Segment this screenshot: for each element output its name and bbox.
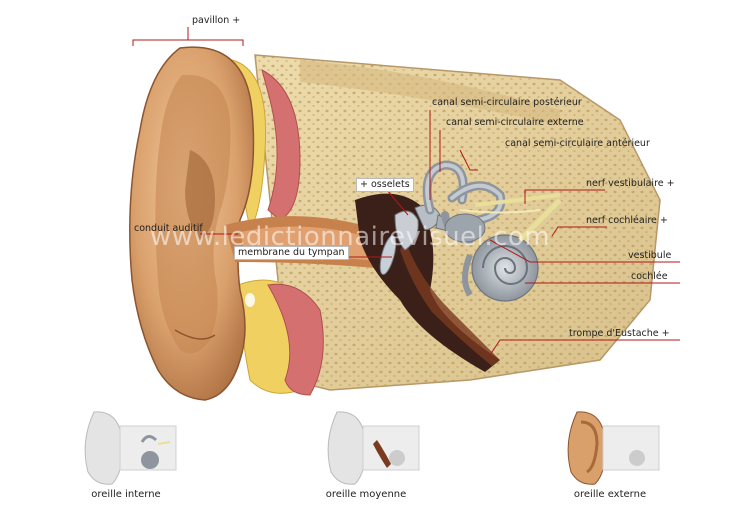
thumbnail-outer-ear[interactable]: [567, 411, 660, 485]
middle-ear: [355, 193, 500, 372]
thumbnail-middle-ear[interactable]: [327, 411, 420, 485]
label-canal-externe: canal semi-circulaire externe: [446, 117, 584, 128]
label-nerf-cochleaire[interactable]: nerf cochléaire +: [586, 215, 668, 226]
thumbnail-inner-ear[interactable]: [84, 411, 177, 485]
nerves: [459, 193, 562, 242]
label-conduit-auditif: conduit auditif: [134, 223, 203, 234]
caption-oreille-externe[interactable]: oreille externe: [573, 489, 647, 500]
label-membrane-du-tympan: membrane du tympan: [234, 246, 349, 260]
caption-oreille-interne[interactable]: oreille interne: [91, 489, 161, 500]
label-nerf-vestibulaire[interactable]: nerf vestibulaire +: [586, 178, 675, 189]
temporal-bone: [254, 54, 661, 391]
watermark: www.ledictionnairevisuel.com: [150, 222, 551, 252]
label-pavillon[interactable]: pavillon +: [192, 15, 241, 26]
caption-oreille-moyenne[interactable]: oreille moyenne: [325, 489, 407, 500]
label-vestibule: vestibule: [628, 250, 672, 261]
label-canal-anterieur: canal semi-circulaire antérieur: [505, 138, 650, 149]
label-cochlee: cochlée: [631, 271, 668, 282]
inner-ear: [422, 160, 539, 302]
label-canal-posterieur: canal semi-circulaire postérieur: [432, 97, 582, 108]
label-osselets[interactable]: + osselets: [356, 178, 414, 192]
auricle: [129, 46, 255, 401]
label-trompe-eustache[interactable]: trompe d'Eustache +: [569, 328, 670, 339]
